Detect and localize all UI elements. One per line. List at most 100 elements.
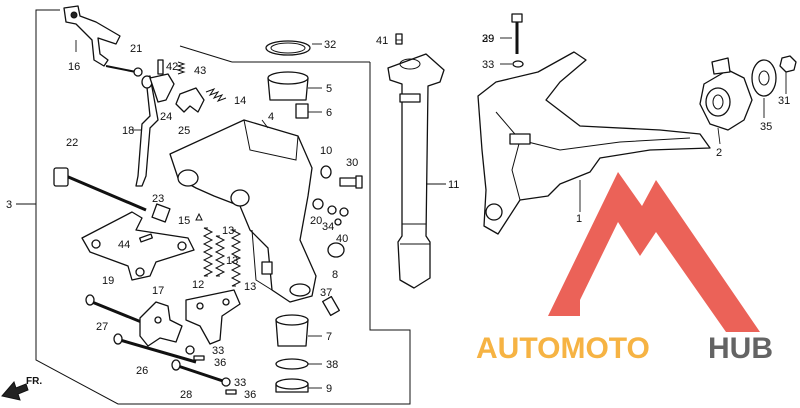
part-16-bracket bbox=[63, 5, 121, 67]
watermark-text-part2: HUB bbox=[708, 332, 773, 365]
part-18-rod bbox=[135, 75, 159, 187]
callout-34: 34 bbox=[322, 221, 334, 233]
callout-12: 12 bbox=[192, 279, 204, 291]
callout-39: 39 bbox=[482, 33, 494, 45]
watermark-logo: AUTOMOTO HUB bbox=[476, 172, 773, 365]
callout-22: 22 bbox=[66, 137, 78, 149]
callout-20: 20 bbox=[310, 215, 322, 227]
callout-40: 40 bbox=[336, 233, 348, 245]
direction-indicator: FR. bbox=[1, 376, 42, 401]
arrow-icon bbox=[1, 381, 29, 401]
part-13-spring-b bbox=[230, 229, 242, 287]
callout-27: 27 bbox=[96, 321, 108, 333]
part-15-pin bbox=[195, 212, 203, 221]
part-33-nut-a bbox=[185, 345, 195, 355]
part-39-bolt bbox=[511, 13, 523, 54]
callout-31: 31 bbox=[778, 95, 790, 107]
callout-7: 7 bbox=[326, 331, 332, 343]
callout-28: 28 bbox=[180, 389, 192, 401]
part-40-plug bbox=[334, 218, 342, 226]
callout-42: 42 bbox=[166, 61, 178, 73]
part-13-spring-a bbox=[202, 227, 214, 277]
part-36-pin-b bbox=[225, 389, 237, 395]
part-30-bolt bbox=[339, 175, 363, 189]
part-17-bracket bbox=[139, 301, 183, 347]
callout-38: 38 bbox=[326, 359, 338, 371]
part-22-rod bbox=[53, 167, 147, 212]
callout-44: 44 bbox=[118, 239, 130, 251]
callout-36b: 36 bbox=[244, 389, 256, 401]
part-42-pin bbox=[157, 59, 164, 75]
callout-36a: 36 bbox=[214, 357, 226, 369]
callout-labels: 1 2 3 4 5 6 7 8 9 10 11 12 13 13 13 14 1… bbox=[6, 33, 790, 401]
callout-37: 37 bbox=[320, 287, 332, 299]
callout-6: 6 bbox=[326, 107, 332, 119]
part-35-washer bbox=[751, 59, 777, 97]
part-23-block bbox=[151, 203, 171, 223]
part-12-bracket bbox=[185, 289, 241, 345]
callout-35: 35 bbox=[760, 121, 772, 133]
part-11-shaft bbox=[387, 53, 445, 289]
callout-13c: 13 bbox=[244, 281, 256, 293]
part-26-bolt bbox=[113, 333, 197, 364]
callout-24: 24 bbox=[160, 111, 172, 123]
part-37-fitting bbox=[322, 295, 340, 317]
callout-33b: 33 bbox=[212, 345, 224, 357]
part-24-lever bbox=[149, 73, 175, 103]
part-8-plug bbox=[327, 242, 345, 258]
callout-4: 4 bbox=[268, 111, 274, 123]
callout-43: 43 bbox=[194, 65, 206, 77]
callout-33c: 33 bbox=[234, 377, 246, 389]
direction-label: FR. bbox=[26, 376, 42, 387]
callout-32: 32 bbox=[324, 39, 336, 51]
part-4-swivel-case bbox=[169, 119, 317, 303]
part-33-nut-b bbox=[221, 377, 231, 387]
watermark-text-part1: AUTOMOTO bbox=[476, 332, 650, 365]
part-33-washer-top bbox=[512, 60, 524, 68]
callout-16: 16 bbox=[68, 61, 80, 73]
part-44-pin bbox=[139, 233, 153, 243]
callout-30: 30 bbox=[346, 157, 358, 169]
callout-3: 3 bbox=[6, 199, 12, 211]
callout-29: 29 bbox=[482, 33, 494, 45]
part-9-ring bbox=[275, 378, 309, 393]
part-28-bolt bbox=[171, 359, 227, 384]
part-1-stern-bracket bbox=[477, 51, 711, 235]
callout-14: 14 bbox=[234, 95, 246, 107]
leader-lines bbox=[75, 37, 787, 389]
part-25-clamp bbox=[175, 87, 205, 113]
part-20-nut bbox=[312, 198, 324, 210]
callout-33a: 33 bbox=[482, 59, 494, 71]
part-36-pin-a bbox=[193, 355, 205, 361]
callout-19: 19 bbox=[102, 275, 114, 287]
part-6-pad bbox=[295, 103, 309, 119]
callout-18: 18 bbox=[122, 125, 134, 137]
callout-17: 17 bbox=[152, 285, 164, 297]
callout-2: 2 bbox=[716, 147, 722, 159]
callout-15: 15 bbox=[178, 215, 190, 227]
group-bracket-lines bbox=[16, 9, 411, 405]
callout-23: 23 bbox=[152, 193, 164, 205]
part-34-nut-a bbox=[327, 205, 337, 215]
callout-9: 9 bbox=[326, 383, 332, 395]
callout-5: 5 bbox=[326, 83, 332, 95]
part-5-bushing bbox=[267, 71, 309, 101]
callout-10: 10 bbox=[320, 145, 332, 157]
part-2-mount bbox=[699, 57, 753, 131]
callout-11: 11 bbox=[448, 179, 459, 191]
part-10-washer bbox=[320, 165, 332, 179]
callout-41: 41 bbox=[376, 35, 388, 47]
part-14-spring bbox=[205, 87, 227, 103]
part-31-nut bbox=[779, 55, 797, 73]
callout-13a: 13 bbox=[222, 225, 234, 237]
part-7-bushing bbox=[275, 314, 309, 347]
callout-25: 25 bbox=[178, 125, 190, 137]
part-13-spring-c bbox=[214, 235, 226, 277]
callout-8: 8 bbox=[332, 269, 338, 281]
part-41-pin bbox=[395, 33, 403, 45]
part-34-nut-b bbox=[339, 207, 349, 217]
callout-21: 21 bbox=[130, 43, 142, 55]
part-32-ring bbox=[265, 40, 311, 56]
part-19-bracket bbox=[81, 211, 195, 281]
